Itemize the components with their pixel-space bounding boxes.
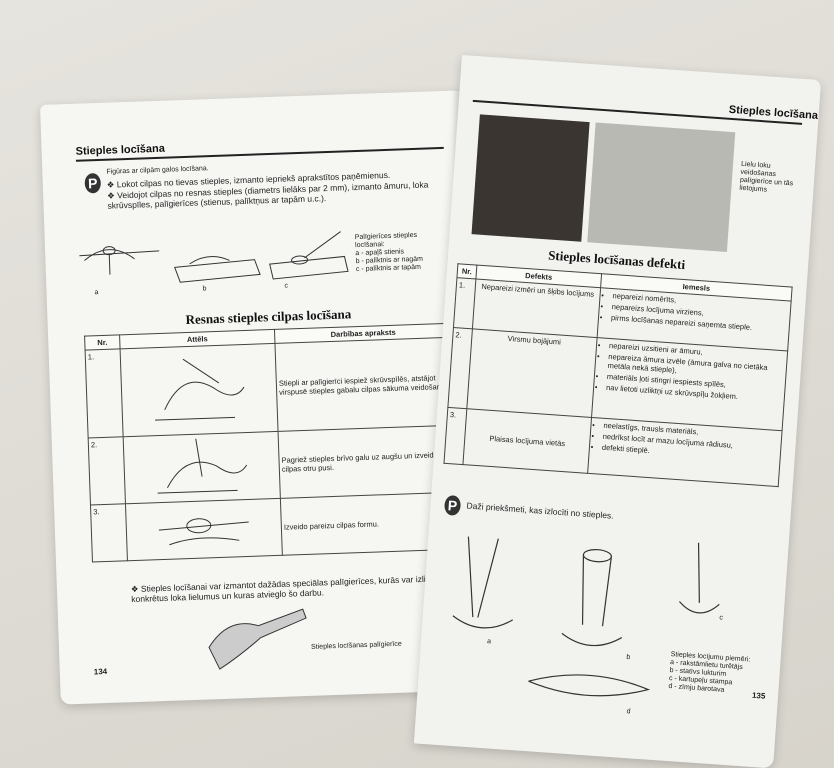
row-reasons: nepareizi uzsitieni ar āmuru, nepareiza … <box>591 337 788 431</box>
photo-caption: Lielu loku veidošanas palīgierīce un tās… <box>739 160 794 194</box>
tool-caption: Stieples locīšanas palīgierīce <box>310 640 402 651</box>
row-nr: 1. <box>85 348 124 439</box>
left-page: Stieples locīšana P Figūras ar cilpām ga… <box>40 89 493 705</box>
row-reasons: neelastīgs, trausls materiāls, nedrīkst … <box>587 417 783 487</box>
item-label-d: d <box>626 708 631 716</box>
col-header-nr: Nr. <box>456 263 477 280</box>
wire-items-illustration <box>452 536 720 697</box>
page-number-left: 134 <box>93 667 108 677</box>
row-defect: Plaisas locījuma vietās <box>462 408 592 474</box>
items-caption: Stieples locījumu piemēri: a - rakstāmli… <box>668 651 751 694</box>
row-defect: Virsmu bojājumi <box>466 328 598 418</box>
photo-hands-bending <box>471 114 590 242</box>
step-image <box>125 498 283 561</box>
step-image <box>123 431 281 504</box>
defects-title: Stieples locīšanas defekti <box>547 247 686 273</box>
right-page: Stieples locīšana Lielu loku veidošanas … <box>413 55 822 768</box>
step-3-drawing <box>158 518 249 546</box>
items-intro: Daži priekšmeti, kas izlocīti no stieple… <box>466 500 614 521</box>
col-header-nr: Nr. <box>84 334 121 351</box>
loop-steps-table: Nr. Attēls Darbības apraksts 1. Stiepli … <box>84 323 460 563</box>
item-label-a: a <box>486 638 492 646</box>
table-row: 2. Pagriež stieples brīvo galu uz augšu … <box>88 425 458 505</box>
row-defect: Nepareizi izmēri un šķibs locījums <box>472 279 601 338</box>
fig-label-c: c <box>284 282 289 290</box>
p-badge: P <box>84 172 102 194</box>
table-row: 1. Stiepli ar palīgierīci iespiež skrūvs… <box>85 337 455 439</box>
step-1-drawing <box>155 358 245 421</box>
fig-label-a: a <box>94 289 99 297</box>
item-label-b: b <box>626 653 631 662</box>
table-title: Resnas stieples cilpas locīšana <box>185 306 352 328</box>
row-desc: Stiepli ar palīgierīci iespiež skrūvspīl… <box>274 337 455 432</box>
item-label-c: c <box>719 614 724 622</box>
left-page-header: Stieples locīšana <box>75 142 166 158</box>
photo-bending-jig <box>587 122 736 252</box>
bending-tools-illustration <box>79 231 349 283</box>
row-nr: 3. <box>90 503 128 562</box>
page-number-right: 135 <box>751 690 766 701</box>
fig-label-b: b <box>202 285 207 293</box>
defects-table: Nr. Defekts Iemesls 1. Nepareizi izmēri … <box>443 263 793 487</box>
row-nr: 2. <box>88 436 126 505</box>
fig-caption: Palīgierīces stieples locīšanai: a - apa… <box>354 231 424 274</box>
table-row: 3. Izveido pareizu cilpas formu. <box>90 492 460 562</box>
step-image <box>120 343 279 437</box>
row-desc: Pagriež stieples brīvo galu uz augšu un … <box>278 425 458 499</box>
step-2-drawing <box>157 438 248 494</box>
bottom-bullet: ❖ Stieples locīšanai var izmantot dažāda… <box>130 573 438 605</box>
p-badge: P <box>443 494 462 516</box>
bending-tool-image <box>208 608 307 670</box>
